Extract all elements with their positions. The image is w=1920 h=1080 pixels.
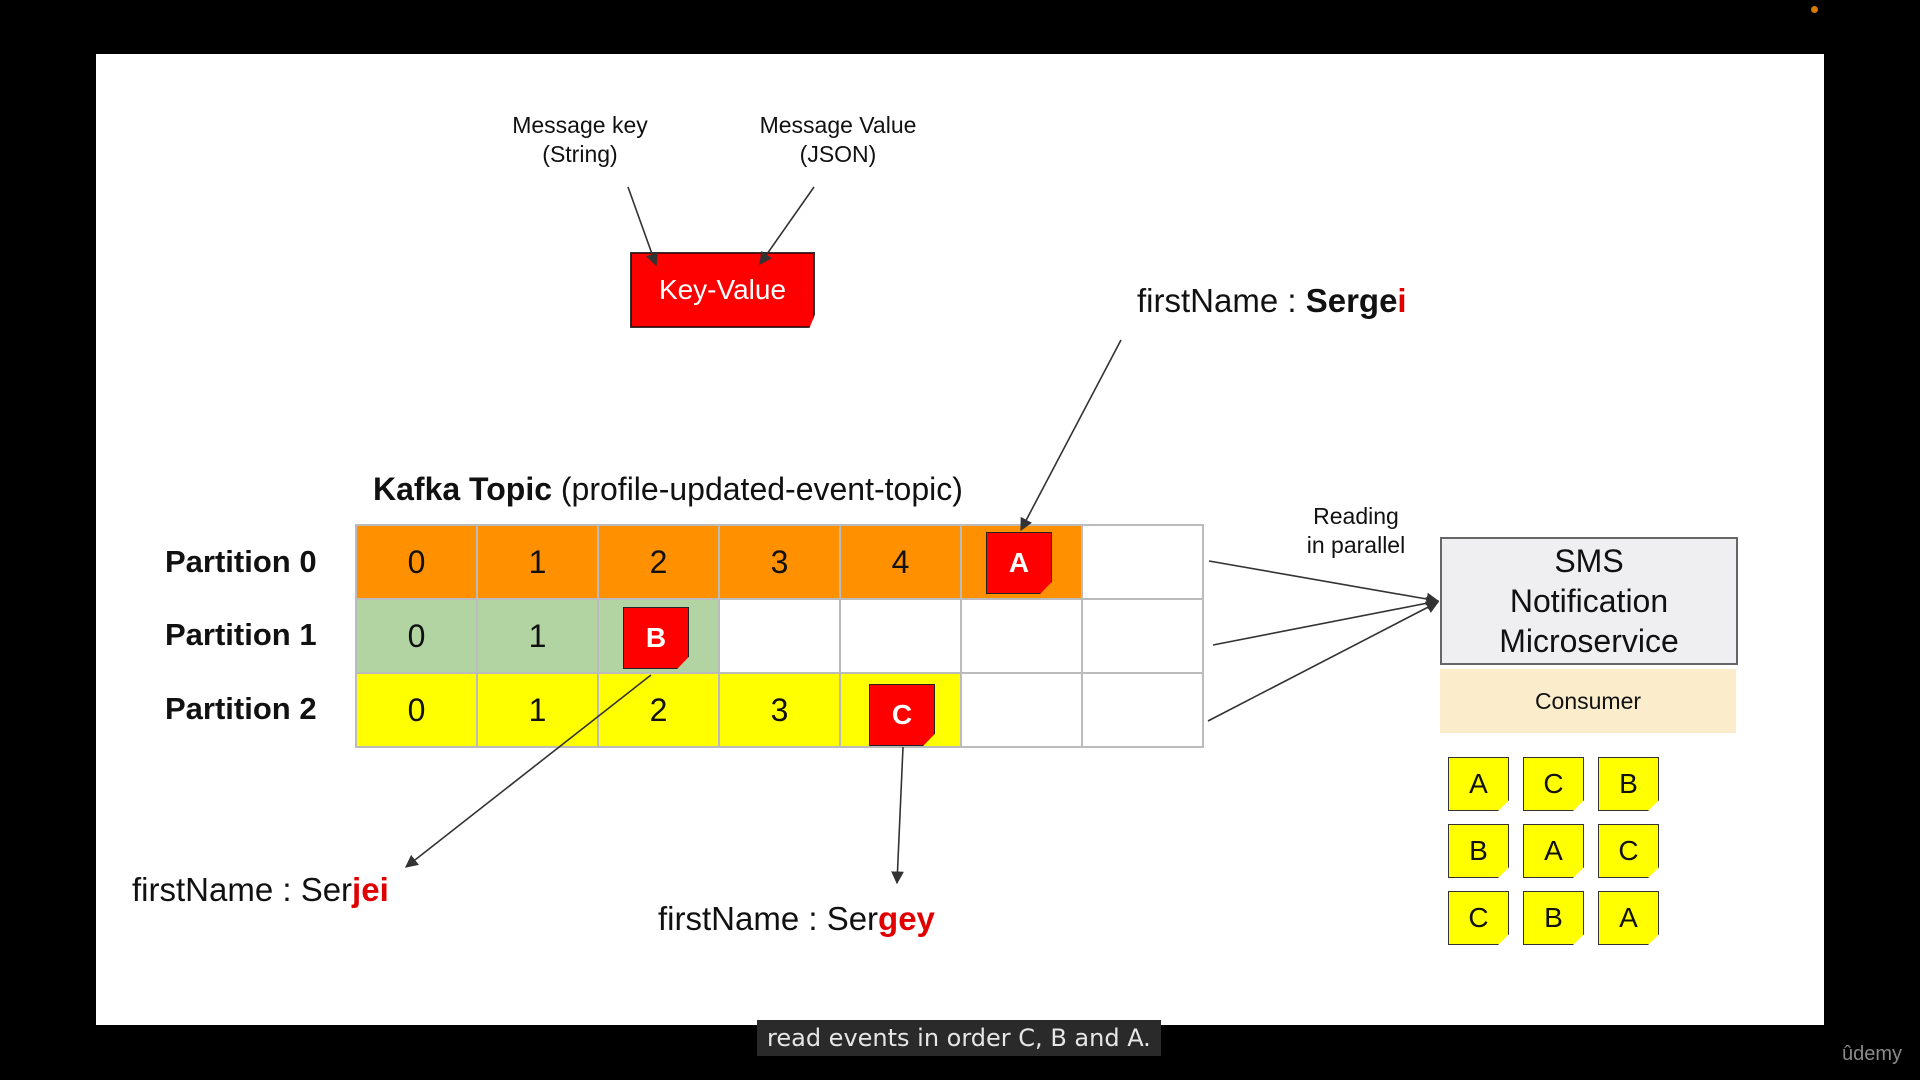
received-item: C — [1598, 824, 1659, 878]
received-item: A — [1523, 824, 1584, 878]
p0-empty-6 — [1083, 526, 1204, 600]
event-c: C — [869, 684, 935, 746]
arrow-value-to-kv — [759, 186, 815, 266]
name-label-sergey: firstName : Sergey — [658, 900, 935, 938]
service-line3: Microservice — [1499, 623, 1679, 659]
p1-empty-4 — [841, 600, 962, 674]
key-value-label: Key-Value — [658, 274, 787, 305]
message-key-label: Message key (String) — [480, 111, 680, 169]
consumer-box: Consumer — [1440, 669, 1736, 733]
topic-title-name: (profile-updated-event-topic) — [560, 471, 963, 507]
p2-empty-6 — [1083, 674, 1204, 748]
received-item: B — [1523, 891, 1584, 945]
arrow-b-to-serjei — [404, 674, 652, 868]
message-value-label: Message Value (JSON) — [733, 111, 943, 169]
message-value-line1: Message Value — [759, 112, 917, 138]
service-line2: Notification — [1509, 583, 1669, 619]
message-key-line1: Message key — [512, 112, 648, 138]
arrow-sergei-to-a — [1020, 339, 1122, 532]
p0-offset-0: 0 — [357, 526, 478, 600]
p2-offset-0: 0 — [357, 674, 478, 748]
arrow-c-to-sergey — [891, 746, 904, 885]
recording-indicator — [1811, 6, 1818, 13]
consumer-label: Consumer — [1534, 687, 1642, 714]
received-item: C — [1523, 757, 1584, 811]
p0-offset-4: 4 — [841, 526, 962, 600]
message-key-line2: (String) — [542, 141, 618, 167]
event-a: A — [986, 532, 1052, 594]
p0-offset-2: 2 — [599, 526, 720, 600]
p2-offset-2: 2 — [599, 674, 720, 748]
key-value-box: Key-Value — [630, 252, 815, 328]
name-c-prefix: firstName : Ser — [658, 900, 879, 937]
topic-title: Kafka Topic (profile-updated-event-topic… — [373, 471, 963, 508]
arrow-p1-to-service — [1212, 596, 1440, 646]
received-item: A — [1448, 757, 1509, 811]
arrow-p2-to-service — [1207, 601, 1440, 722]
partition-grid: 0 1 2 3 4 0 1 0 1 2 3 — [355, 524, 1204, 748]
p0-offset-1: 1 — [478, 526, 599, 600]
udemy-logo: ûdemy — [1842, 1043, 1903, 1065]
received-item: B — [1448, 824, 1509, 878]
p2-offset-1: 1 — [478, 674, 599, 748]
p1-empty-3 — [720, 600, 841, 674]
topic-title-bold: Kafka Topic — [373, 471, 552, 507]
partition-0-label: Partition 0 — [165, 544, 317, 579]
reading-line1: Reading — [1313, 503, 1399, 529]
name-c-red: gey — [878, 900, 935, 937]
name-a-bold: Serge — [1305, 282, 1398, 319]
received-order-grid: A C B B A C C B A — [1448, 757, 1659, 945]
p1-empty-6 — [1083, 600, 1204, 674]
reading-line2: in parallel — [1306, 532, 1406, 558]
name-a-prefix: firstName : — [1137, 282, 1306, 319]
received-item: C — [1448, 891, 1509, 945]
p2-empty-5 — [962, 674, 1083, 748]
p1-offset-0: 0 — [357, 600, 478, 674]
reading-in-parallel-label: Reading in parallel — [1276, 502, 1436, 560]
service-line1: SMS — [1554, 543, 1624, 579]
name-a-red: i — [1397, 282, 1407, 319]
event-b: B — [623, 607, 689, 669]
name-label-serjei: firstName : Serjei — [132, 871, 389, 909]
partition-1-label: Partition 1 — [165, 617, 317, 652]
name-label-sergei: firstName : Sergei — [1137, 282, 1407, 320]
received-item: B — [1598, 757, 1659, 811]
slide: Message key (String) Message Value (JSON… — [96, 54, 1824, 1025]
p1-empty-5 — [962, 600, 1083, 674]
arrow-key-to-kv — [627, 186, 659, 267]
partition-2-label: Partition 2 — [165, 691, 317, 726]
sms-notification-microservice: SMS Notification Microservice — [1440, 537, 1738, 665]
message-value-line2: (JSON) — [799, 141, 877, 167]
arrow-p0-to-service — [1208, 560, 1440, 606]
received-item: A — [1598, 891, 1659, 945]
p1-offset-1: 1 — [478, 600, 599, 674]
name-b-red: jei — [352, 871, 389, 908]
p2-offset-3: 3 — [720, 674, 841, 748]
p0-offset-3: 3 — [720, 526, 841, 600]
name-b-prefix: firstName : Ser — [132, 871, 353, 908]
arrows-layer — [404, 186, 1440, 885]
subtitle-caption: read events in order C, B and A. — [757, 1020, 1161, 1056]
